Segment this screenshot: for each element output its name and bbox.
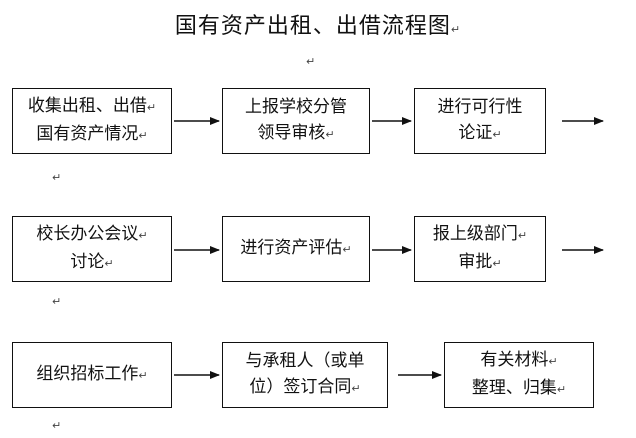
paragraph-mark: ↵ xyxy=(52,171,62,184)
step-text-line: 讨论 xyxy=(70,252,105,272)
paragraph-mark: ↵ xyxy=(146,101,157,114)
step-text-line: 上报学校分管 xyxy=(245,97,347,117)
paragraph-mark: ↵ xyxy=(548,355,558,368)
flow-step-superior-approval: 报上级部门↵ 审批↵ xyxy=(414,216,546,282)
step-text-line: 组织招标工作 xyxy=(36,364,139,384)
paragraph-mark: ↵ xyxy=(556,383,567,396)
flow-step-principal-meeting: 校长办公会议↵ 讨论↵ xyxy=(12,216,172,282)
flow-step-asset-appraisal: 进行资产评估↵ xyxy=(222,216,370,282)
paragraph-mark: ↵ xyxy=(492,257,502,270)
flow-step-leader-review: 上报学校分管 领导审核↵ xyxy=(222,88,370,154)
step-text-line: 审批 xyxy=(458,252,493,272)
paragraph-mark: ↵ xyxy=(52,419,62,432)
step-text-line: 论证 xyxy=(458,123,493,143)
paragraph-mark: ↵ xyxy=(450,23,462,36)
paragraph-mark: ↵ xyxy=(104,257,114,270)
step-text-line: 整理、归集 xyxy=(471,378,557,398)
flow-step-collect-info: 收集出租、出借↵ 国有资产情况↵ xyxy=(12,88,172,154)
step-text-line: 报上级部门 xyxy=(432,224,518,244)
paragraph-mark: ↵ xyxy=(306,55,316,68)
flow-step-archive-materials: 有关材料↵ 整理、归集↵ xyxy=(444,342,594,408)
step-text-line: 收集出租、出借 xyxy=(27,96,147,116)
flow-step-tendering: 组织招标工作↵ xyxy=(12,342,172,408)
flow-step-feasibility: 进行可行性 论证↵ xyxy=(414,88,546,154)
paragraph-mark: ↵ xyxy=(52,295,62,308)
paragraph-mark: ↵ xyxy=(325,128,335,141)
step-text-line: 校长办公会议 xyxy=(36,224,139,244)
paragraph-mark: ↵ xyxy=(138,129,148,142)
diagram-title: 国有资产出租、出借流程图↵ xyxy=(174,14,462,39)
step-text-line: 进行可行性 xyxy=(437,97,523,117)
paragraph-mark: ↵ xyxy=(138,369,148,382)
paragraph-mark: ↵ xyxy=(342,243,352,256)
step-text-line: 领导审核 xyxy=(257,123,326,143)
paragraph-mark: ↵ xyxy=(351,382,361,395)
step-text-line: 位）签订合同 xyxy=(249,377,352,397)
step-text-line: 进行资产评估 xyxy=(240,238,343,258)
step-text-line: 有关材料 xyxy=(480,350,549,370)
step-text-line: 与承租人（或单 xyxy=(245,351,365,371)
step-text-line: 国有资产情况 xyxy=(36,124,139,144)
flow-step-sign-contract: 与承租人（或单 位）签订合同↵ xyxy=(222,342,388,408)
paragraph-mark: ↵ xyxy=(138,229,148,242)
paragraph-mark: ↵ xyxy=(492,128,502,141)
paragraph-mark: ↵ xyxy=(517,229,528,242)
